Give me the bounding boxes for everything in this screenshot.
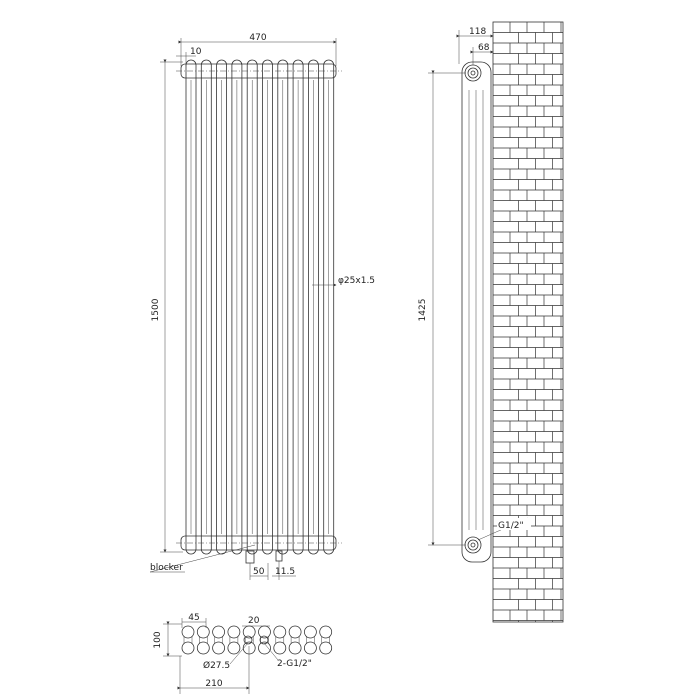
radiator-profile (461, 61, 492, 563)
tube-column (246, 59, 258, 555)
connections-label: 2-G1/2" (277, 659, 312, 669)
connection-label: G1/2" (498, 521, 524, 531)
pipe-hole-right (259, 635, 269, 645)
column-section (288, 625, 302, 655)
height-dimension: 1500 (151, 298, 161, 321)
tube-column (200, 59, 212, 555)
hole-gap-dimension: 20 (248, 616, 260, 626)
wall-offset-dimension: 68 (478, 43, 490, 53)
brick-pattern (493, 22, 563, 622)
tube-column (231, 59, 243, 555)
column-section (227, 625, 241, 655)
gap-dimension: 50 (253, 567, 265, 577)
tube-column (277, 59, 289, 555)
bottom-connection (464, 536, 482, 554)
tube-column (262, 59, 273, 555)
column-section (196, 625, 210, 655)
tube-column (216, 59, 228, 555)
column-section (319, 625, 333, 655)
pitch-dimension: 45 (188, 613, 199, 623)
radiator-tubes (185, 59, 335, 555)
tube-column (292, 59, 304, 555)
pipe-hole-left (243, 635, 253, 645)
column-section (212, 625, 226, 655)
column-section (303, 625, 317, 655)
tube-column (323, 59, 335, 555)
column-sections (181, 625, 333, 655)
side-view: 1425 118 68 G1/2" (418, 21, 564, 623)
offset-dimension: 10 (190, 47, 202, 57)
top-depth-dimension: 100 (153, 631, 163, 648)
hole-diameter-label: Ø27.5 (203, 660, 230, 671)
tube-column (185, 59, 197, 555)
column-section (273, 625, 287, 655)
front-view: 470 10 1500 φ25x1.5 blocker 50 11.5 (149, 33, 375, 580)
top-view: 45 20 100 Ø27.5 2-G1/2" 210 (153, 613, 333, 694)
blocker-body (245, 550, 255, 564)
blocker-label: blocker (150, 563, 183, 573)
width-dimension: 470 (249, 33, 266, 43)
column-section (181, 625, 195, 655)
tube-dimension: φ25x1.5 (338, 276, 375, 286)
valve-dimension: 11.5 (275, 567, 295, 577)
length-dimension: 210 (205, 679, 222, 689)
centers-dimension: 1425 (418, 299, 428, 322)
tube-column (307, 59, 319, 555)
brick-wall (492, 21, 564, 623)
top-connection (464, 64, 482, 82)
depth-dimension: 118 (469, 27, 486, 37)
